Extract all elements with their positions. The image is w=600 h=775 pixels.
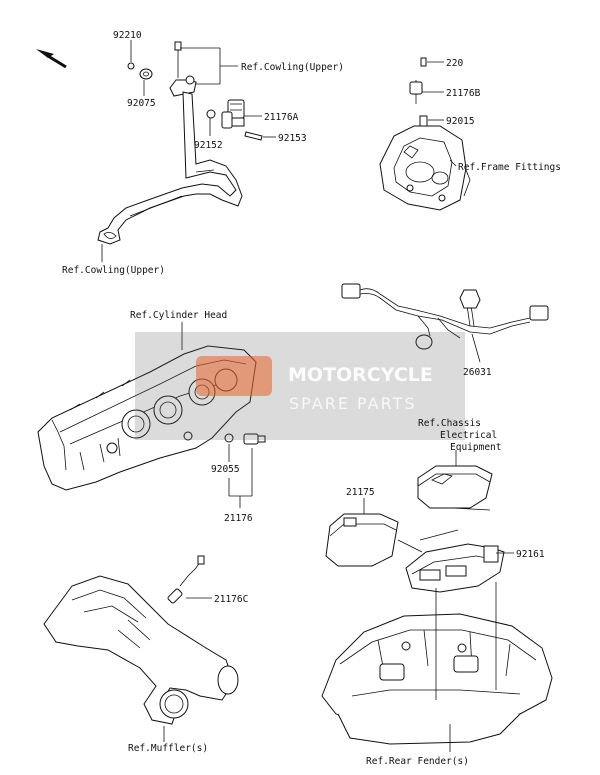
part-labels: 92210 92075 Ref.Cowling(Upper) 21176A 92… <box>62 30 561 767</box>
label-92152: 92152 <box>194 140 223 151</box>
label-ref-cylinder-head: Ref.Cylinder Head <box>130 310 227 321</box>
label-equipment: Equipment <box>450 442 501 453</box>
label-ref-rear-fenders: Ref.Rear Fender(s) <box>366 756 469 767</box>
label-21176B: 21176B <box>446 88 481 99</box>
label-220: 220 <box>446 58 463 69</box>
label-ref-cowling-upper-1: Ref.Cowling(Upper) <box>241 62 344 73</box>
ecu-assembly <box>325 465 505 593</box>
watermark-line2: SPARE PARTS <box>289 394 417 413</box>
bracket-assembly <box>97 41 263 245</box>
rear-fender <box>321 582 553 745</box>
muffler <box>43 575 239 725</box>
label-electrical: Electrical <box>440 430 497 441</box>
label-21176C: 21176C <box>214 594 248 605</box>
watermark: MOTORCYCLE SPARE PARTS <box>135 332 465 440</box>
label-ref-cowling-upper-2: Ref.Cowling(Upper) <box>62 265 165 276</box>
label-21176A: 21176A <box>264 112 299 123</box>
wiring-harness <box>341 283 549 350</box>
label-ref-chassis: Ref.Chassis <box>418 418 481 429</box>
label-21175: 21175 <box>346 487 375 498</box>
label-92055: 92055 <box>211 464 240 475</box>
label-ref-mufflers: Ref.Muffler(s) <box>128 743 208 754</box>
frame-fitting-assembly <box>379 57 471 211</box>
label-92075: 92075 <box>127 98 156 109</box>
arrow-up-left-icon <box>36 49 67 69</box>
label-ref-frame-fittings: Ref.Frame Fittings <box>458 162 561 173</box>
temp-sensor <box>224 433 266 445</box>
label-26031: 26031 <box>463 367 492 378</box>
label-92161: 92161 <box>516 549 545 560</box>
label-92015: 92015 <box>446 116 475 127</box>
label-21176: 21176 <box>224 513 253 524</box>
o2-sensor <box>167 555 205 604</box>
label-92153: 92153 <box>278 133 307 144</box>
label-92210: 92210 <box>113 30 142 41</box>
watermark-line1: MOTORCYCLE <box>288 364 433 386</box>
